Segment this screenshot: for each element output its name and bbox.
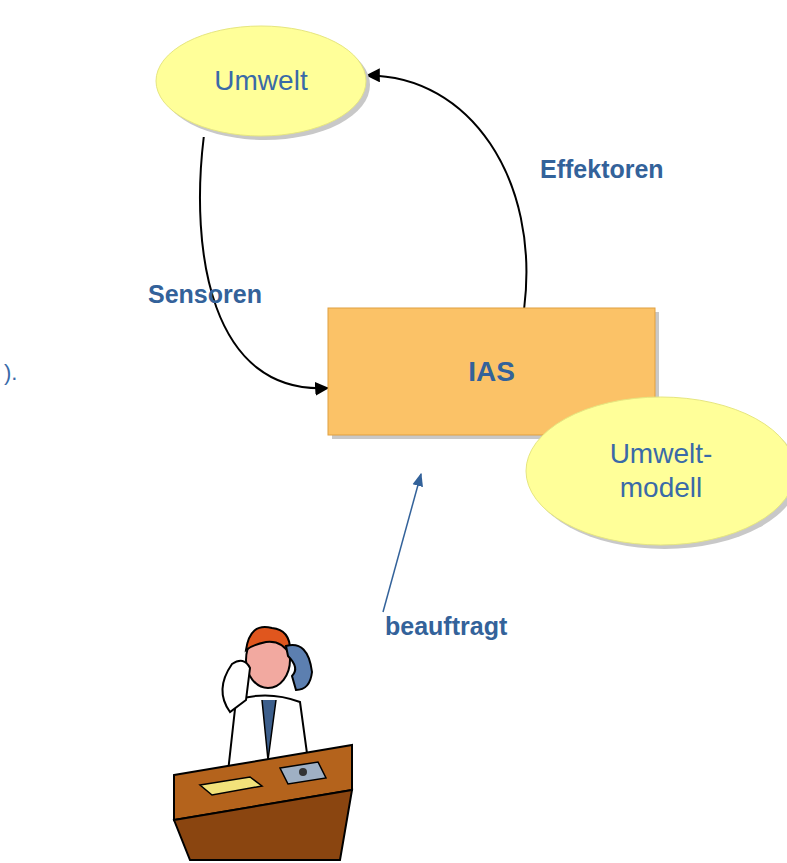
edge-label: Sensoren xyxy=(148,280,262,309)
arrow-label: beauftragt xyxy=(385,612,507,641)
flow-arrow xyxy=(200,137,328,388)
text-fragment: ). xyxy=(4,360,17,386)
flow-arrow xyxy=(367,75,526,308)
assignment-arrow xyxy=(383,474,421,612)
node-text: Umwelt xyxy=(214,64,307,98)
edge-label: Effektoren xyxy=(540,155,664,184)
person-at-desk xyxy=(174,627,352,860)
node-text: IAS xyxy=(468,355,515,389)
node-text: Umwelt- modell xyxy=(587,437,736,504)
ellipse-outline xyxy=(525,396,787,546)
ellipse-node: Umwelt xyxy=(155,25,367,137)
ellipse-node: Umwelt- modell xyxy=(525,396,787,546)
